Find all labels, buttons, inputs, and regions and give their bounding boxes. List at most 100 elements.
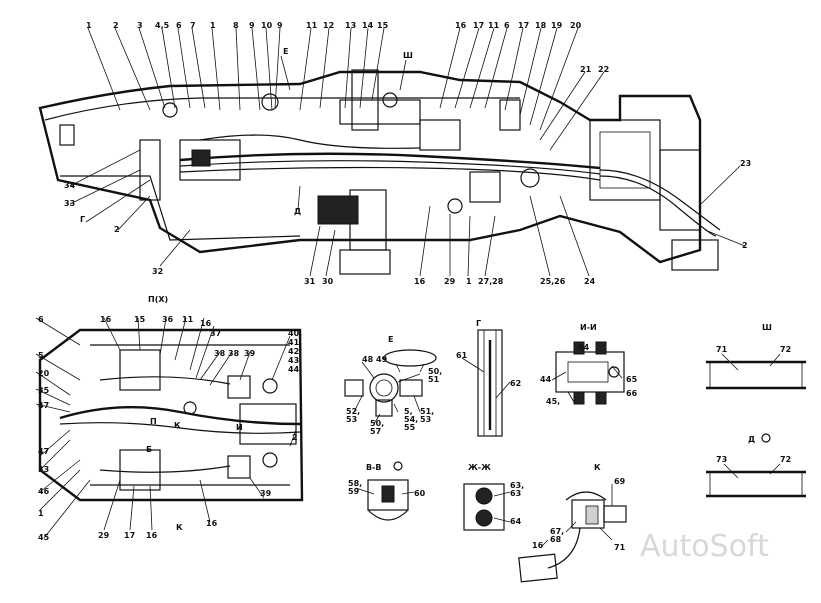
plan-callout-left: 47: [38, 447, 49, 456]
plan-callout-left: 1: [38, 509, 44, 518]
plan-callout-left: 45: [38, 533, 50, 542]
plan-callout-right: 2: [292, 433, 298, 442]
detail-g-label: 62: [510, 379, 521, 388]
callout-bottom: 30: [322, 277, 334, 286]
detail-e-label: 55: [404, 423, 416, 432]
detail-e-label: 50,: [428, 367, 442, 376]
detail-sh-title: Ш: [762, 323, 772, 332]
detail-bb-label: 59: [348, 487, 360, 496]
detail-zhzh-label: 63,: [510, 481, 524, 490]
plan-callout-right: 43,: [288, 356, 302, 365]
callout-top: 21: [580, 65, 592, 74]
detail-bb-label: 58,: [348, 479, 362, 488]
detail-g-title: Г: [476, 319, 481, 328]
detail-d-label: 72: [780, 455, 791, 464]
plan-callout-left: 33: [38, 465, 49, 474]
detail-zhzh-label: 63: [510, 489, 521, 498]
callout-top: 20: [570, 21, 582, 30]
plan-callout-left: 6: [38, 315, 44, 324]
callout-top: 6: [176, 21, 182, 30]
main-view-callouts: 1 2 3 4,5 6 7 1 8 9 10 9 11 12 13 14 15 …: [64, 21, 751, 286]
detail-ii-label: 64: [578, 343, 590, 352]
detail-d: Д 73 72: [706, 433, 806, 498]
detail-zhzh: Ж-Ж 63, 63 64: [463, 463, 524, 531]
callout-top: 17: [518, 21, 529, 30]
detail-ii-label: 44: [540, 375, 552, 384]
detail-g-label: 61: [456, 351, 468, 360]
callout-top: 8: [233, 21, 239, 30]
callout-left: 33: [64, 199, 75, 208]
plan-view-frame: [35, 317, 304, 539]
plan-callout-top: 36: [162, 315, 174, 324]
plan-mark: П: [150, 417, 157, 426]
detail-bb-label: 60: [414, 489, 426, 498]
callout-left: 2: [114, 225, 120, 234]
detail-e-label: 54,: [404, 415, 418, 424]
callout-top: 13: [345, 21, 356, 30]
callout-right: 2: [742, 241, 748, 250]
plan-callout-top: 15: [134, 315, 146, 324]
plan-callout-left: 35: [38, 386, 50, 395]
callout-top: 3: [137, 21, 143, 30]
callout-top: 11: [306, 21, 318, 30]
callout-top: 14: [362, 21, 374, 30]
watermark-logo: AutoSoft: [640, 529, 769, 564]
plan-callout-bottom: 16: [146, 531, 158, 540]
detail-sh-label: 71: [716, 345, 728, 354]
callout-top: 15: [377, 21, 389, 30]
callout-top: 9: [249, 21, 255, 30]
callout-top: 2: [113, 21, 119, 30]
detail-e-label: 5,: [404, 407, 413, 416]
plan-callout-left: 5: [38, 351, 44, 360]
plan-callout-top: 38: [214, 349, 226, 358]
callout-top: 19: [551, 21, 563, 30]
callout-bottom: 31: [304, 277, 316, 286]
detail-sh-label: 72: [780, 345, 791, 354]
callout-bottom: 25,26: [540, 277, 566, 286]
callout-left: 34: [64, 181, 76, 190]
view-mark: Е: [283, 47, 288, 56]
callout-bottom: 24: [584, 277, 596, 286]
plan-callout-top: 16: [200, 319, 212, 328]
detail-k-label: 69: [614, 477, 626, 486]
view-mark: Ш: [403, 51, 413, 60]
plan-callout-left: 46: [38, 487, 50, 496]
detail-ii-label: 45,: [546, 397, 560, 406]
detail-k: К 69 67, 68 16 71: [518, 463, 627, 583]
plan-callout-bottom: 29: [98, 531, 110, 540]
main-view-frame: [38, 27, 746, 277]
plan-callout-bottom: 39: [260, 489, 272, 498]
detail-bb-title: В-В: [366, 463, 382, 472]
detail-e-label: 51: [428, 375, 440, 384]
detail-e: Е 48 49 50, 51 52, 53 50, 57 5, 54, 55 5…: [344, 335, 442, 436]
plan-callout-top: 39: [244, 349, 256, 358]
plan-callout-bottom: 16: [206, 519, 218, 528]
plan-view-callouts: П(Х) 6 5 20 35 47 47 33 46 1 45 16 15 36…: [38, 295, 302, 542]
plan-mark: К: [176, 523, 183, 532]
detail-k-label: 16: [532, 541, 544, 550]
callout-top: 18: [535, 21, 547, 30]
plan-callout-top: 38: [228, 349, 240, 358]
detail-k-label: 67,: [550, 527, 564, 536]
plan-callout-right: 40,: [288, 329, 302, 338]
plan-callout-bottom: 17: [124, 531, 135, 540]
callout-top: 22: [598, 65, 609, 74]
callout-top: 4,5: [155, 21, 170, 30]
plan-callout-right: 44: [288, 365, 300, 374]
detail-g: Г 61 62: [456, 319, 521, 437]
detail-sh: Ш 71 72: [706, 323, 806, 390]
detail-e-title: Е: [388, 335, 393, 344]
callout-top: 17: [473, 21, 484, 30]
callout-right: 23: [740, 159, 751, 168]
callout-top: 6: [504, 21, 510, 30]
detail-d-title: Д: [748, 435, 755, 444]
plan-mark: Б: [146, 445, 152, 454]
callout-bottom: 16: [414, 277, 426, 286]
callout-bottom: 29: [444, 277, 456, 286]
callout-top: 1: [86, 21, 92, 30]
detail-ii-title: И-И: [580, 323, 597, 332]
plan-callout-right: 41,: [288, 338, 302, 347]
callout-top: 9: [277, 21, 283, 30]
callout-top: 11: [488, 21, 500, 30]
